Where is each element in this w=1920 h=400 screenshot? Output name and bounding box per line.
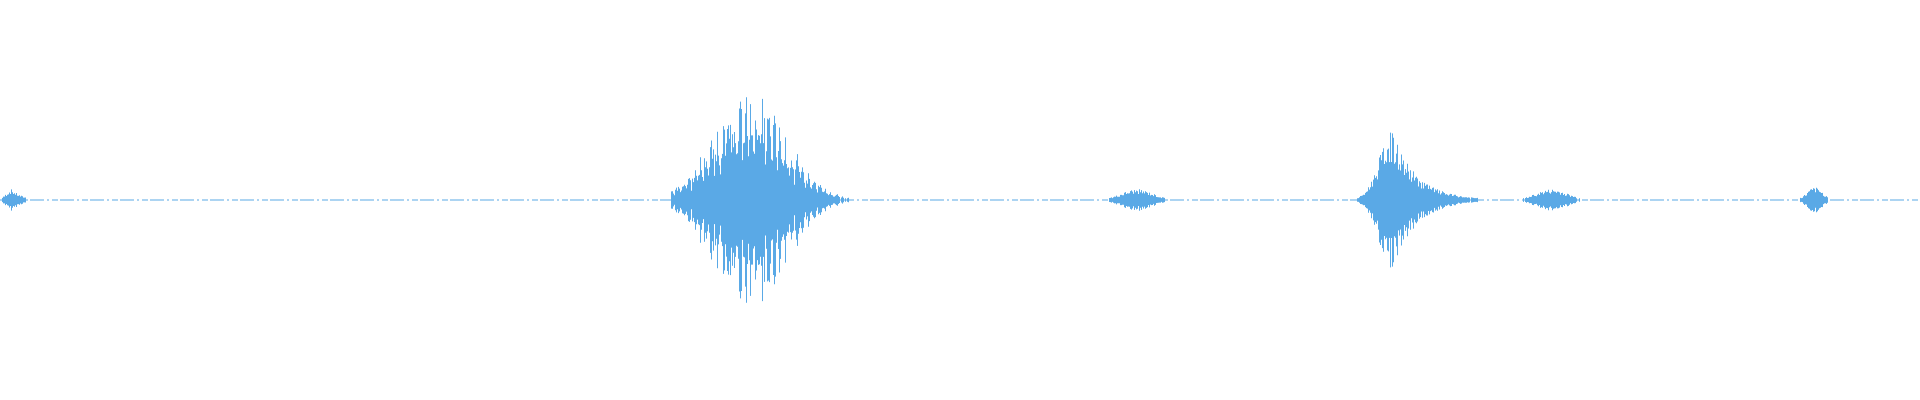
waveform-samples <box>2 97 1828 303</box>
